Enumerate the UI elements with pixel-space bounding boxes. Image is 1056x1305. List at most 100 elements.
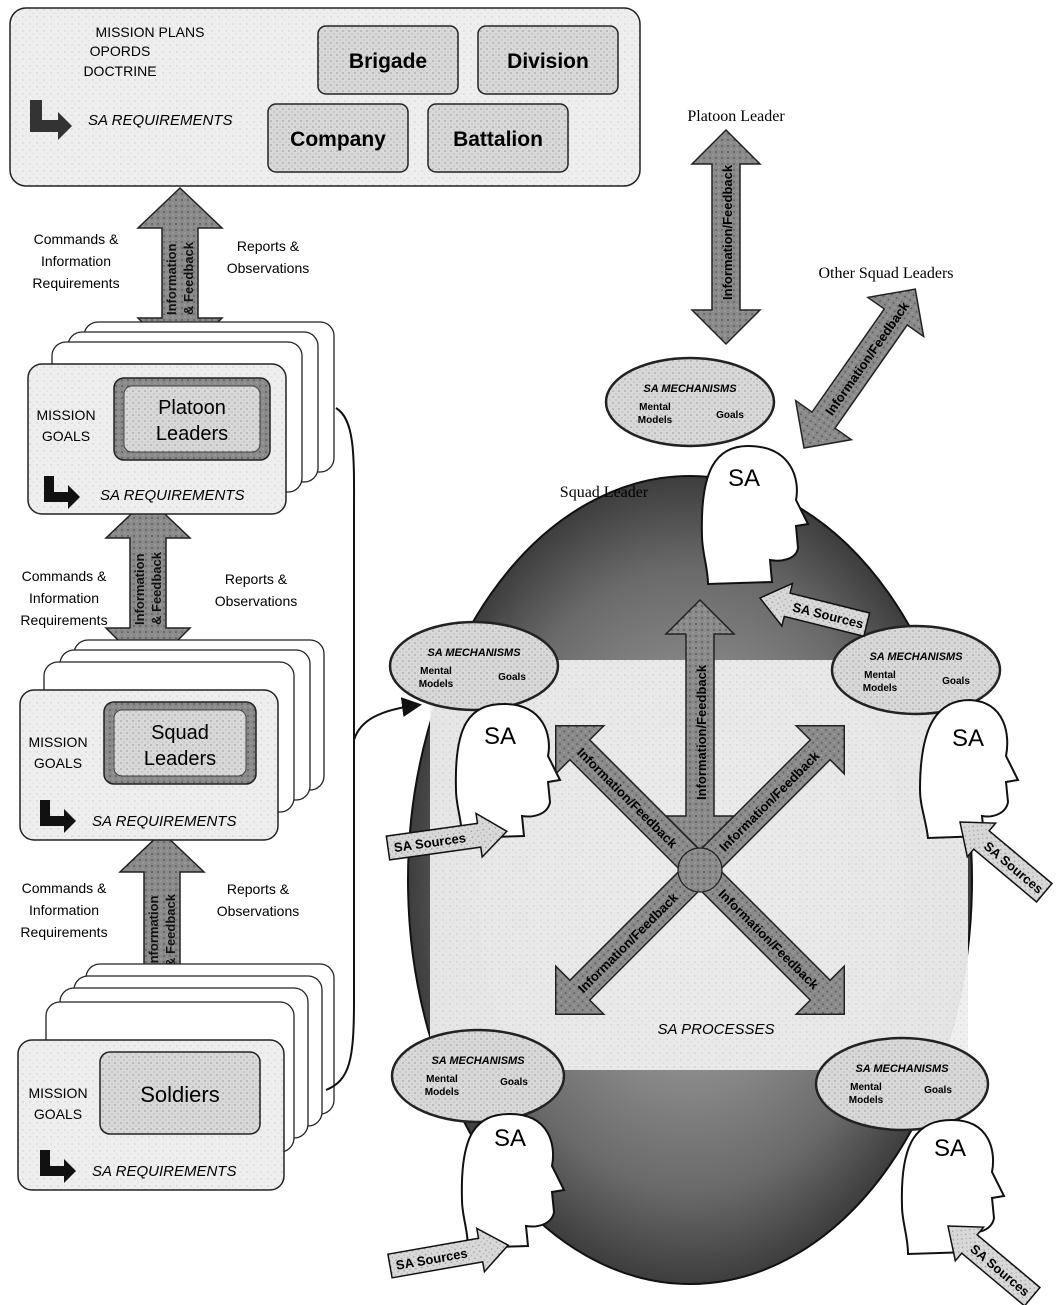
mech-mental: Mental [420, 666, 452, 677]
bracket-connector [325, 407, 418, 1091]
brigade-label: Brigade [349, 50, 427, 73]
mech-models: Models [638, 415, 673, 426]
platoon-leader-arrow: Information/Feedback [690, 128, 762, 346]
reports-line: Reports & [227, 881, 290, 897]
division-box [477, 25, 619, 95]
mechanisms-lower-left: SA MECHANISMS Mental Models Goals [390, 1028, 566, 1124]
mech-models: Models [863, 683, 898, 694]
mech-mental: Mental [850, 1082, 882, 1093]
mech-title: SA MECHANISMS [855, 1063, 949, 1075]
mech-title: SA MECHANISMS [431, 1055, 525, 1067]
mech-goals: Goals [716, 410, 744, 421]
sa-requirements-label: SA REQUIREMENTS [92, 1163, 236, 1180]
mechanisms-lower-right: SA MECHANISMS Mental Models Goals [814, 1036, 990, 1132]
observations-line: Observations [217, 903, 299, 919]
arrow3-line1: Information [146, 895, 161, 967]
sa-requirements-label: SA REQUIREMENTS [100, 487, 244, 504]
commands-text-3: Commands & Information Requirements [20, 880, 107, 940]
mech-goals: Goals [924, 1085, 952, 1096]
head-left-icon: SA [454, 702, 562, 840]
commands-text-2: Commands & Information Requirements [20, 568, 107, 628]
mission-box: MISSION PLANS OPORDS DOCTRINE SA REQUIRE… [9, 7, 641, 187]
arrow2-line2: & Feedback [149, 551, 164, 625]
soldiers-stack: MISSION GOALS Soldiers SA REQUIREMENTS [17, 963, 335, 1191]
leaders-label: Leaders [144, 748, 216, 770]
information-line: Information [29, 902, 99, 918]
mission-sa-requirements: SA REQUIREMENTS [88, 112, 232, 129]
reports-line: Reports & [237, 238, 300, 254]
arrow3-line2: & Feedback [163, 893, 178, 967]
battalion-label: Battalion [453, 128, 543, 151]
platoon-arrow-label: Information/Feedback [720, 164, 735, 300]
mech-title: SA MECHANISMS [869, 651, 963, 663]
brigade-box [317, 25, 459, 95]
other-squad-leaders-label: Other Squad Leaders [818, 265, 953, 282]
mechanisms-right: SA MECHANISMS Mental Models Goals [830, 624, 1002, 716]
squad-leaders-stack: MISSION GOALS Squad Leaders SA REQUIREME… [19, 639, 325, 841]
reports-text-1: Reports & Observations [227, 238, 309, 276]
leaders-label: Leaders [156, 423, 228, 445]
platoon-label: Platoon [158, 397, 226, 419]
mech-title: SA MECHANISMS [643, 383, 737, 395]
arrow1-line1: Information [164, 243, 179, 315]
sa-sources-label: SA Sources [981, 838, 1046, 896]
sa-requirements-label: SA REQUIREMENTS [92, 813, 236, 830]
platoon-leaders-stack: MISSION GOALS Platoon Leaders SA REQUIRE… [27, 321, 335, 515]
reports-line: Reports & [225, 571, 288, 587]
squad-leader-label: Squad Leader [560, 484, 649, 501]
mech-goals: Goals [498, 672, 526, 683]
head-squad-leader-icon: SA [700, 444, 810, 586]
mission-plans-label: MISSION PLANS [96, 24, 205, 40]
commands-text-1: Commands & Information Requirements [32, 231, 119, 291]
company-label: Company [290, 128, 386, 151]
mech-models: Models [849, 1095, 884, 1106]
opords-label: OPORDS [90, 43, 151, 59]
arrow2-line1: Information [132, 553, 147, 625]
commands-line: Commands & [34, 231, 119, 247]
mech-models: Models [425, 1087, 460, 1098]
turn-arrow-icon [30, 100, 72, 140]
mission-label: MISSION [28, 734, 87, 750]
sa-label: SA [952, 725, 984, 752]
sa-label: SA [934, 1135, 966, 1162]
head-right-icon: SA [918, 698, 1020, 840]
battalion-box [427, 103, 569, 173]
mech-goals: Goals [500, 1077, 528, 1088]
mission-label: MISSION [28, 1085, 87, 1101]
requirements-line: Requirements [20, 612, 107, 628]
mech-mental: Mental [864, 670, 896, 681]
inner-vertical-label: Information/Feedback [694, 664, 709, 800]
other-squad-arrow: Information/Feedback [794, 288, 925, 449]
mech-mental: Mental [639, 402, 671, 413]
observations-line: Observations [215, 593, 297, 609]
sa-sources-left: SA Sources [385, 811, 509, 861]
soldiers-label: Soldiers [140, 1082, 219, 1107]
platoon-leader-label: Platoon Leader [687, 108, 785, 125]
commands-line: Commands & [22, 568, 107, 584]
head-lower-right-icon: SA [900, 1118, 1006, 1256]
vertical-arrow-1: Information & Feedback [136, 186, 224, 362]
reports-text-2: Reports & Observations [215, 571, 297, 609]
information-line: Information [29, 590, 99, 606]
goals-label: GOALS [42, 428, 90, 444]
sa-label: SA [484, 723, 516, 750]
arrow1-line2: & Feedback [181, 241, 196, 315]
requirements-line: Requirements [20, 924, 107, 940]
information-line: Information [41, 253, 111, 269]
mech-goals: Goals [942, 676, 970, 687]
turn-arrow-icon [44, 476, 80, 509]
requirements-line: Requirements [32, 275, 119, 291]
mech-mental: Mental [426, 1074, 458, 1085]
mission-label: MISSION [36, 407, 95, 423]
sa-label: SA [494, 1125, 526, 1152]
mech-title: SA MECHANISMS [427, 647, 521, 659]
mechanisms-top: SA MECHANISMS Mental Models Goals [604, 356, 776, 448]
division-label: Division [507, 50, 589, 73]
doctrine-label: DOCTRINE [83, 63, 156, 79]
goals-label: GOALS [34, 1106, 82, 1122]
other-squad-arrow-label: Information/Feedback [822, 298, 912, 418]
head-lower-left-icon: SA [460, 1112, 566, 1250]
turn-arrow-icon [40, 1150, 76, 1183]
observations-line: Observations [227, 260, 309, 276]
